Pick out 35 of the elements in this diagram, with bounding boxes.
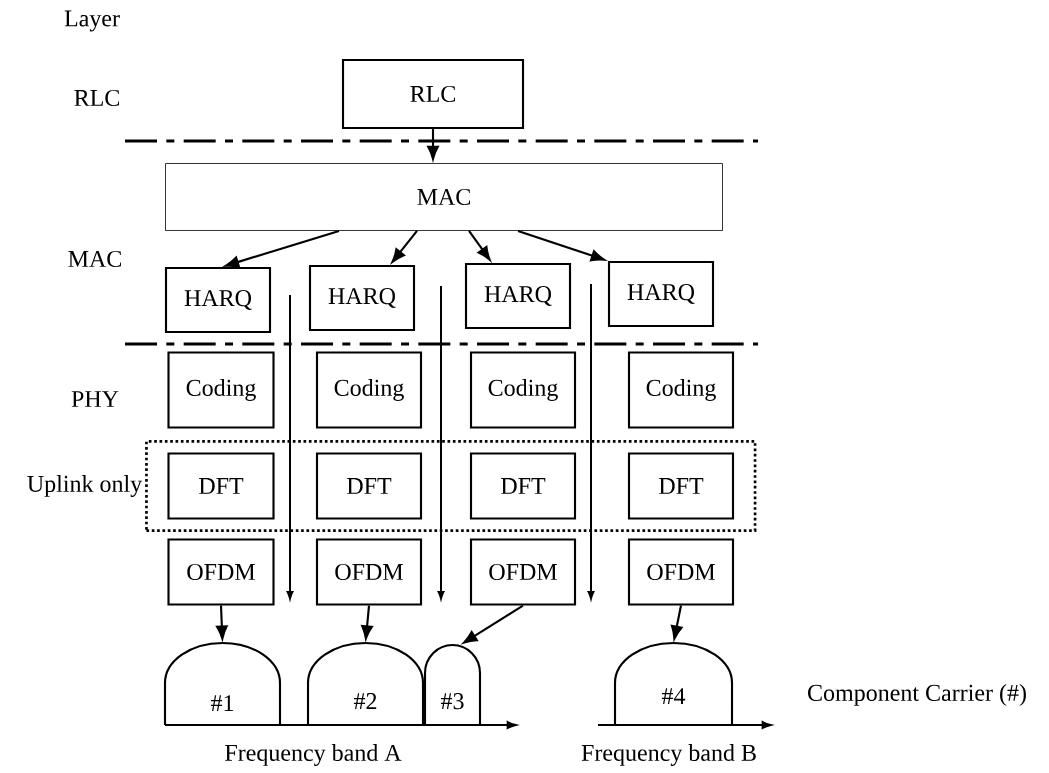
arrow [427, 129, 439, 160]
process-box: Coding [627, 351, 735, 429]
layer-label: Layer [64, 10, 120, 32]
process-box: RLC [341, 58, 525, 130]
process-box: HARQ [164, 266, 272, 334]
process-box: Coding [167, 351, 275, 429]
carrier-arch: #2 [306, 641, 425, 725]
process-box: DFT [167, 452, 275, 520]
arrow [391, 230, 418, 263]
band-label: Frequency band A [225, 744, 402, 766]
arrow [225, 229, 340, 268]
arrow [468, 230, 491, 261]
layer-label: RLC [74, 89, 119, 107]
process-box: Coding [469, 351, 577, 429]
process-box: HARQ [607, 260, 715, 328]
process-box: OFDM [315, 538, 423, 606]
arrow [463, 604, 524, 644]
process-box: DFT [315, 452, 423, 520]
carrier-arch: #3 [423, 643, 482, 725]
layer-label: MAC [68, 250, 121, 268]
process-box: OFDM [627, 538, 735, 606]
node-label: Uplink only [27, 475, 143, 497]
carrier-arch: #4 [613, 641, 734, 725]
carrier-caption: Component Carrier (#) [808, 684, 1026, 706]
carrier-arch: #1 [163, 641, 282, 725]
process-box: HARQ [464, 262, 572, 330]
process-box: DFT [627, 452, 735, 520]
process-box: Coding [315, 351, 423, 429]
process-box: DFT [469, 452, 577, 520]
layer-label: PHY [71, 391, 119, 407]
process-box: HARQ [308, 264, 416, 332]
process-box: OFDM [469, 538, 577, 606]
arrow [517, 229, 605, 262]
process-box: OFDM [167, 538, 275, 606]
process-box: MAC [165, 163, 723, 231]
